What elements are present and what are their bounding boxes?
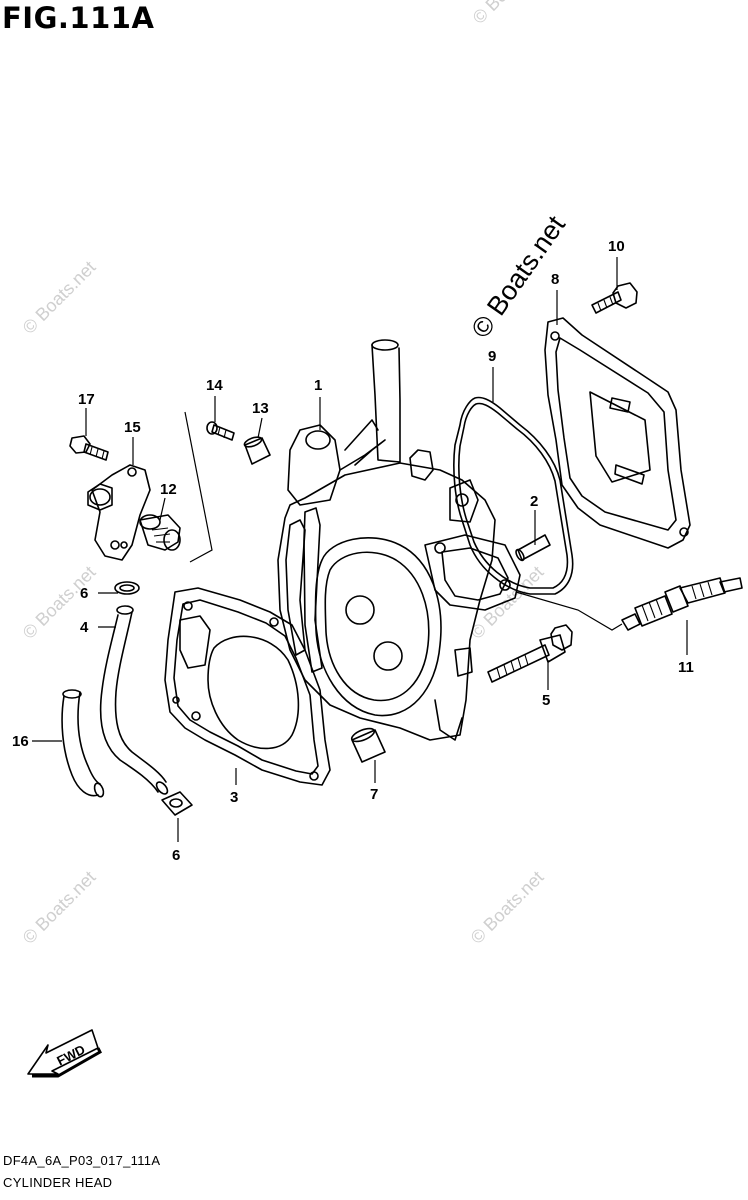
- callout-labels: 1 2 3 4 5 6 6 7 8 9 10 11 12 13 14 15 16…: [12, 238, 694, 864]
- callout-15: 15: [124, 419, 141, 436]
- callout-3: 3: [230, 789, 238, 806]
- callout-13: 13: [252, 400, 269, 417]
- part-head-gasket: [164, 587, 331, 786]
- callout-7: 7: [370, 786, 378, 803]
- part-thermostat: [139, 514, 181, 551]
- part-collar: [243, 436, 271, 465]
- part-dowel: [350, 727, 386, 763]
- watermark: © Boats.net: [19, 257, 100, 338]
- part-spark-plug: [621, 577, 743, 631]
- diagram-code: DF4A_6A_P03_017_111A: [3, 1153, 161, 1168]
- part-cover-bolt: [591, 282, 638, 314]
- fwd-arrow: FWD: [27, 1029, 102, 1078]
- callout-16: 16: [12, 733, 29, 750]
- watermark-layer: © Boats.net © Boats.net © Boats.net © Bo…: [19, 0, 572, 948]
- figure-title: FIG.111A: [2, 1, 155, 35]
- part-screw: [206, 421, 235, 441]
- part-hose-clip-upper: [114, 581, 140, 595]
- watermark: © Boats.net: [467, 867, 548, 948]
- callout-6-lower: 6: [172, 847, 180, 864]
- callout-10: 10: [608, 238, 625, 255]
- part-cylinder-head: [277, 339, 521, 741]
- callout-17: 17: [78, 391, 95, 408]
- callout-8: 8: [551, 271, 559, 288]
- diagram-name: CYLINDER HEAD: [3, 1175, 113, 1190]
- callout-5: 5: [542, 692, 550, 709]
- part-dowel-pin: [515, 534, 551, 562]
- callout-2: 2: [530, 493, 538, 510]
- part-bent-hose: [61, 689, 105, 798]
- part-hose-clip-lower: [161, 791, 193, 816]
- watermark: © Boats.net: [19, 867, 100, 948]
- callout-11: 11: [678, 659, 694, 676]
- callout-6-upper: 6: [80, 585, 88, 602]
- leader-lines: [32, 257, 688, 842]
- part-head-bolt: [487, 624, 573, 683]
- callout-12: 12: [160, 481, 177, 498]
- part-cover-bolt-small: [69, 435, 109, 461]
- part-cover-gasket: [453, 396, 574, 595]
- callout-4: 4: [80, 619, 89, 636]
- callout-1: 1: [314, 377, 322, 394]
- part-cylinder-head-cover: [544, 317, 691, 549]
- watermark: © Boats.net: [469, 0, 550, 28]
- part-water-hose: [99, 605, 169, 795]
- callout-14: 14: [206, 377, 223, 394]
- callout-9: 9: [488, 348, 496, 365]
- part-thermostat-cover: [87, 464, 151, 561]
